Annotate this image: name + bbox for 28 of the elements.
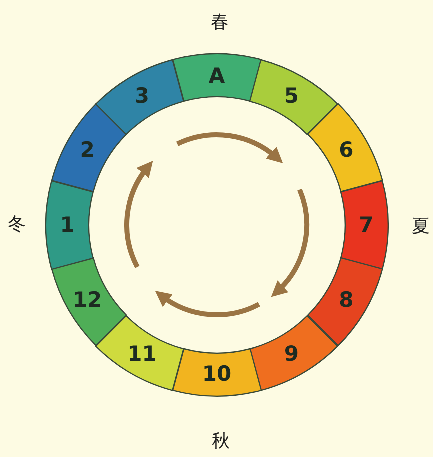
segment-number: 3 <box>134 84 150 108</box>
season-label: 冬 <box>8 213 26 236</box>
segment-number: 5 <box>284 84 300 108</box>
segment-number: 10 <box>202 362 232 386</box>
segment-number: 7 <box>359 212 374 237</box>
ring-segment <box>250 60 338 134</box>
segment-number: 12 <box>72 288 102 312</box>
ring-segment <box>308 104 382 192</box>
segment-number: A <box>208 64 226 88</box>
season-label: 秋 <box>212 430 230 453</box>
segment-number: 6 <box>339 138 354 162</box>
ring-segment <box>96 316 184 390</box>
segment-number: 9 <box>284 342 300 366</box>
season-label: 春 <box>211 11 229 34</box>
ring-segment <box>52 104 126 192</box>
segment-number: 2 <box>80 138 95 162</box>
ring-segment <box>172 54 262 102</box>
ring-segment <box>172 348 262 396</box>
ring-segment <box>46 180 94 270</box>
segment-number: 1 <box>60 212 75 237</box>
ring-segment <box>308 258 382 346</box>
season-label: 夏 <box>412 215 430 238</box>
ring-segment <box>96 60 184 134</box>
ring-segment <box>52 258 126 346</box>
segment-number: 8 <box>339 288 354 312</box>
ring-segment <box>250 316 338 390</box>
segment-number: 11 <box>128 342 157 366</box>
ring-segment <box>340 180 388 270</box>
